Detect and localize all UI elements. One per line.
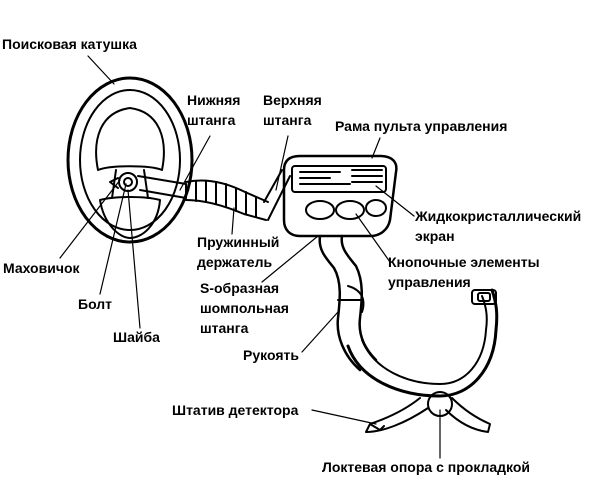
leader-bolt <box>99 183 127 295</box>
label-knob: Маховичок <box>3 258 80 278</box>
leader-stand <box>311 409 377 425</box>
upper-rod-shape <box>263 169 291 221</box>
label-upper-rod-line2: штанга <box>263 112 312 128</box>
label-bolt: Болт <box>78 294 112 314</box>
leader-s-shaft <box>261 235 319 283</box>
label-spring-holder: Пружинный держатель <box>197 232 279 272</box>
label-bolt-line1: Болт <box>78 296 113 312</box>
label-upper-rod-line1: Верхняя <box>263 92 322 108</box>
label-washer-line1: Шайба <box>113 329 160 345</box>
leader-upper-rod <box>275 135 289 191</box>
leader-search-coil <box>87 55 115 85</box>
label-stand: Штатив детектора <box>172 400 298 420</box>
label-lcd-screen: Жидкокристаллический экран <box>415 206 581 246</box>
label-knob-line1: Маховичок <box>3 260 80 276</box>
label-washer: Шайба <box>113 327 160 347</box>
leader-washer <box>127 189 141 329</box>
label-spring-holder-line1: Пружинный <box>197 234 280 250</box>
leader-control-frame <box>371 137 381 159</box>
label-buttons: Кнопочные элементы управления <box>388 252 540 292</box>
leader-lower-rod <box>179 135 211 191</box>
leader-handle <box>301 311 339 353</box>
label-s-shaft-line1: S-образная <box>200 280 280 296</box>
label-search-coil: Поисковая катушка <box>2 34 137 54</box>
leader-spring-holder <box>231 207 235 235</box>
label-buttons-line1: Кнопочные элементы <box>388 254 540 270</box>
label-buttons-line2: управления <box>388 274 471 290</box>
control-frame-shape <box>282 154 398 238</box>
label-lower-rod-line2: штанга <box>187 112 236 128</box>
label-s-shaft-line2: шомпольная <box>200 300 289 316</box>
label-control-frame-line1: Рама пульта управления <box>335 118 508 134</box>
leader-knob <box>59 179 121 259</box>
label-handle: Рукоять <box>243 345 299 365</box>
label-spring-holder-line2: держатель <box>197 254 273 270</box>
label-stand-line1: Штатив детектора <box>172 402 299 418</box>
label-arm-rest: Локтевая опора с прокладкой <box>322 457 530 477</box>
label-lower-rod: Нижняя штанга <box>187 90 240 130</box>
leader-buttons <box>355 213 391 263</box>
arm-rest-shape <box>346 288 499 398</box>
leader-lines <box>59 55 441 459</box>
label-s-shaft: S-образная шомпольная штанга <box>200 278 289 338</box>
stand-shape <box>365 391 491 433</box>
label-lcd-screen-line2: экран <box>415 228 455 244</box>
leader-lcd-screen <box>375 185 415 217</box>
label-lower-rod-line1: Нижняя <box>187 92 241 108</box>
label-search-coil-line1: Поисковая катушка <box>2 36 137 52</box>
lower-rod-shape <box>137 175 187 199</box>
label-lcd-screen-line1: Жидкокристаллический <box>415 208 582 224</box>
label-s-shaft-line3: штанга <box>200 320 249 336</box>
spring-holder-shape <box>185 179 269 221</box>
label-upper-rod: Верхняя штанга <box>263 90 322 130</box>
label-arm-rest-line1: Локтевая опора с прокладкой <box>322 459 531 475</box>
label-handle-line1: Рукоять <box>243 347 299 363</box>
label-control-frame: Рама пульта управления <box>335 116 507 136</box>
